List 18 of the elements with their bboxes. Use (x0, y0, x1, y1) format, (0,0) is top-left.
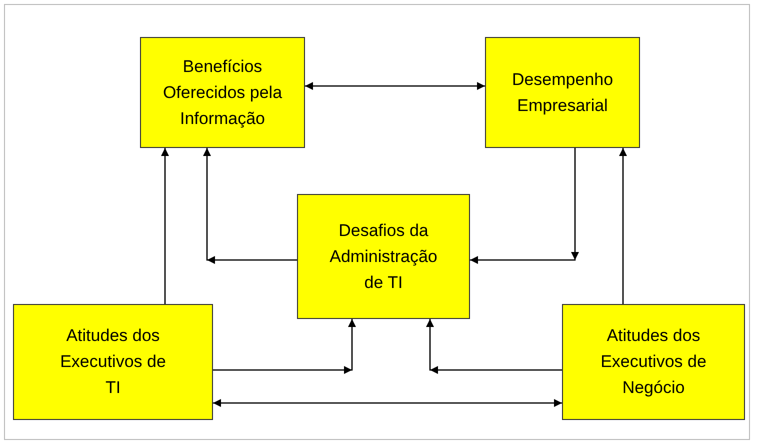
process-box (13, 304, 213, 420)
box-label: Desafios da Administração de TI (328, 220, 438, 294)
box-label: Benefícios Oferecidos pela Informação (162, 56, 284, 130)
box-label: Atitudes dos Executivos de Negócio (600, 325, 708, 399)
process-box (485, 37, 640, 148)
arrow (470, 148, 579, 264)
arrow (203, 148, 297, 264)
arrow (161, 148, 169, 304)
arrow (213, 399, 562, 407)
arrow (305, 82, 485, 90)
process-box (297, 194, 470, 319)
arrow (426, 319, 562, 374)
box-label: Desempenho Empresarial (510, 68, 614, 116)
arrow (213, 319, 356, 374)
arrow (619, 148, 627, 304)
box-label: Atitudes dos Executivos de TI (59, 325, 167, 399)
process-box (140, 37, 305, 148)
process-box (562, 304, 745, 420)
